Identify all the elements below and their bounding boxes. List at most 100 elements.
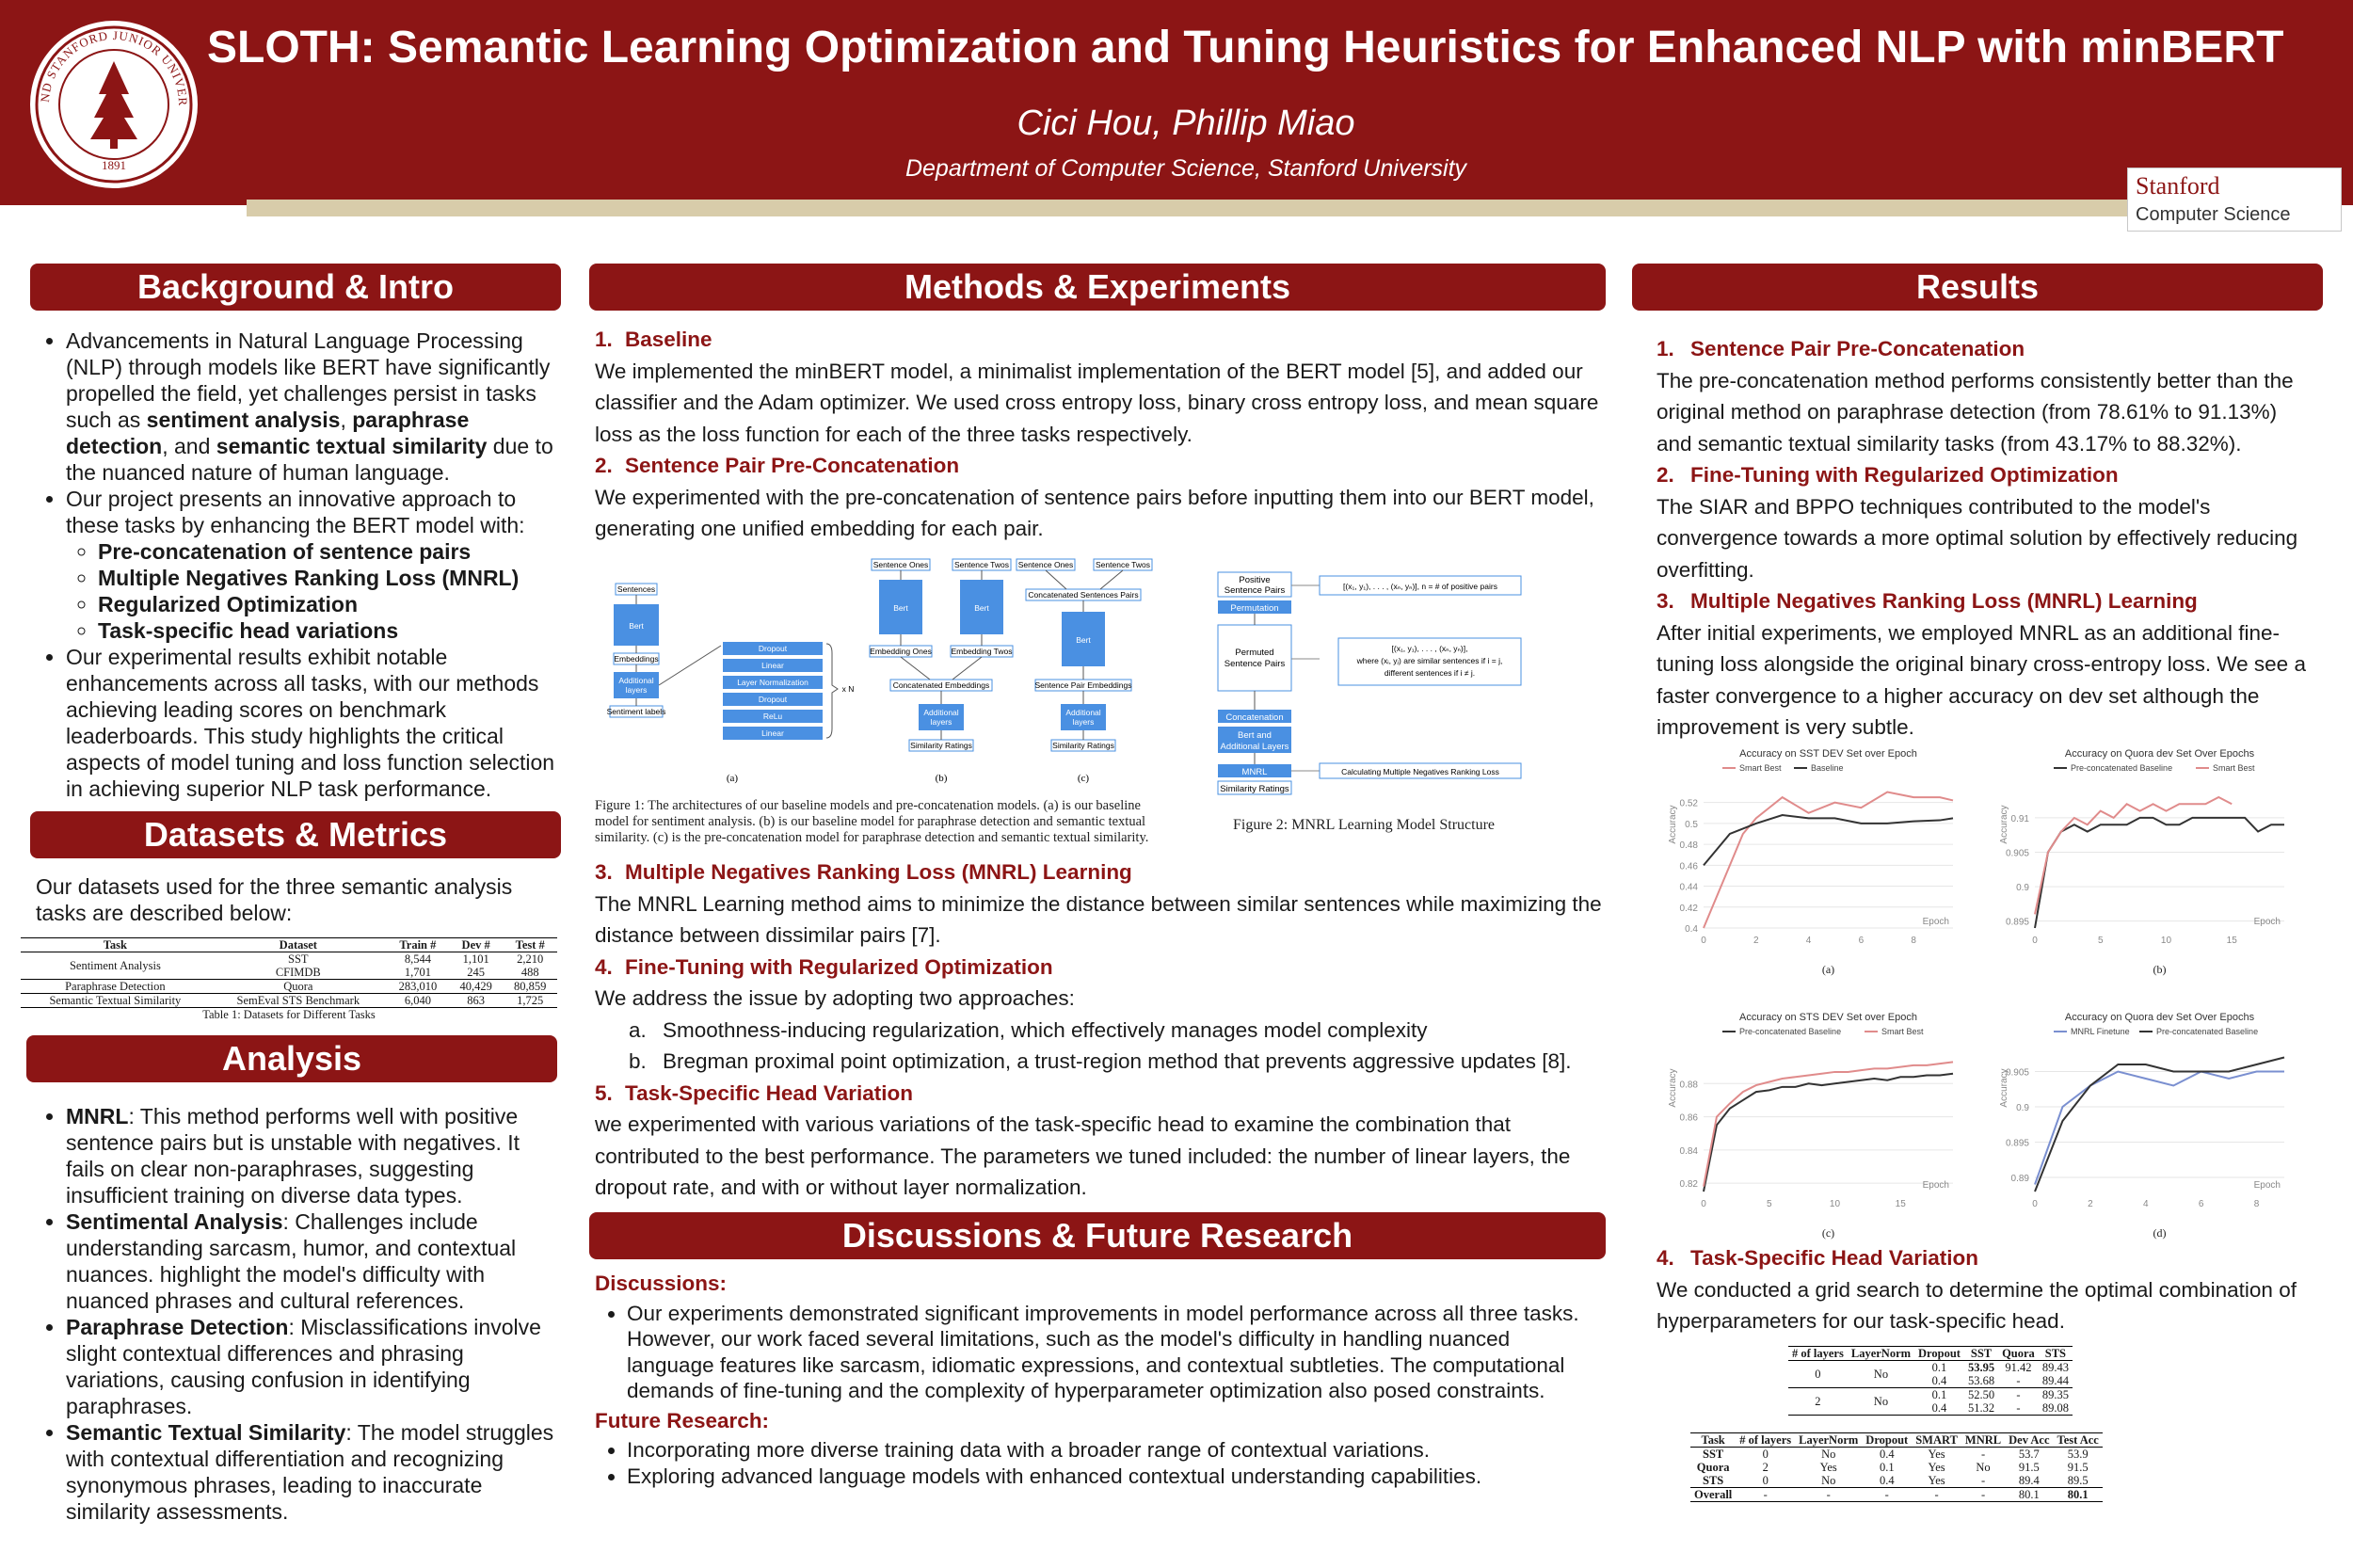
results-head-title: 4.Task-Specific Head Variation [1657,1246,1978,1270]
svg-text:Additional: Additional [1065,708,1100,717]
series-line [2034,795,2233,915]
future-item: Incorporating more diverse training data… [627,1437,1602,1464]
methods-preconcat-text: We experimented with the pre-concatenati… [595,485,1594,541]
svg-text:Concatenation: Concatenation [1225,712,1283,723]
x-tick-label: 6 [2199,1199,2204,1209]
contribution-item: Multiple Negatives Ranking Loss (MNRL) [98,565,557,591]
svg-text:Bert: Bert [1076,635,1091,645]
contribution-item: Regularized Optimization [98,591,557,617]
svg-text:Embedding Ones: Embedding Ones [870,647,932,656]
legend-label: Baseline [1811,763,1844,773]
background-section: Advancements in Natural Language Process… [30,328,557,802]
svg-text:Bert: Bert [893,603,908,613]
svg-text:Bert and: Bert and [1238,730,1272,741]
series-line [1703,1072,1954,1192]
results-finetune-text: The SIAR and BPPO techniques contributed… [1657,494,2298,582]
svg-text:Similarity Ratings: Similarity Ratings [910,741,972,750]
svg-text:Sentence Ones: Sentence Ones [873,560,929,569]
y-tick-label: 0.905 [2006,1068,2029,1079]
datasets-heading: Datasets & Metrics [30,811,561,858]
analysis-item: Semantic Textual Similarity: The model s… [66,1419,557,1525]
y-tick-label: 0.91 [2011,814,2030,824]
results-mnrl-title: 3.Multiple Negatives Ranking Loss (MNRL)… [1657,589,2198,613]
y-axis-label: Accuracy [1668,805,1678,843]
y-tick-label: 0.42 [1680,904,1699,914]
stanford-seal-icon: LELAND STANFORD JUNIOR UNIVERSITY 1891 [28,19,198,188]
svg-text:[(x₁, y₁), . . . , (xₙ, yₙ)],: [(x₁, y₁), . . . , (xₙ, yₙ)], n = # of p… [1343,582,1497,591]
svg-text:(a): (a) [727,773,739,784]
background-item-1: Advancements in Natural Language Process… [66,328,557,486]
y-tick-label: 0.905 [2006,849,2029,859]
svg-text:MNRL: MNRL [1242,767,1268,777]
svg-text:[(x₁, y₁), . . . , (xₙ, yₙ)],: [(x₁, y₁), . . . , (xₙ, yₙ)], [1392,644,1468,653]
svg-text:Sentiment labels: Sentiment labels [607,707,666,716]
poster-header [0,0,2353,205]
x-tick-label: 6 [1859,936,1865,946]
series-line [2034,1070,2284,1185]
series-line [1703,1061,1954,1187]
y-tick-label: 0.5 [1685,820,1698,830]
svg-text:x N: x N [842,684,855,694]
svg-text:Sentences: Sentences [617,584,655,594]
chart-b-quora: Accuracy on Quora dev Set Over EpochsPre… [1999,748,2284,976]
datasets-intro: Our datasets used for the three semantic… [36,874,513,925]
svg-text:(c): (c) [1078,773,1090,784]
methods-finetune-title: 4.Fine-Tuning with Regularized Optimizat… [595,954,1053,979]
x-tick-label: 15 [2227,936,2238,946]
svg-text:Similarity Ratings: Similarity Ratings [1220,784,1289,794]
svg-text:(b): (b) [936,773,948,784]
y-tick-label: 0.44 [1680,883,1699,893]
analysis-item: Paraphrase Detection: Misclassifications… [66,1314,557,1419]
svg-text:Layer Normalization: Layer Normalization [737,678,808,687]
panel-label: (b) [2153,963,2167,976]
x-tick-label: 4 [2143,1199,2149,1209]
figure-2-caption: Figure 2: MNRL Learning Model Structure [1233,817,1496,833]
svg-text:Sentence Pairs: Sentence Pairs [1225,659,1286,669]
svg-text:Bert: Bert [629,621,644,631]
panel-label: (a) [1822,963,1834,976]
future-item: Exploring advanced language models with … [627,1464,1602,1490]
svg-text:Sentence Twos: Sentence Twos [1096,560,1150,569]
x-tick-label: 0 [1701,1199,1706,1209]
panel-label: (d) [2153,1226,2167,1240]
stanford-cs-logo: Stanford Computer Science [2127,168,2342,232]
svg-text:Positive: Positive [1239,575,1270,585]
methods-approach-a: a.Smoothness-inducing regularization, wh… [629,1017,1428,1042]
background-item-2: Our project presents an innovative appro… [66,486,557,644]
legend-label: Smart Best [1739,763,1782,773]
y-tick-label: 0.46 [1680,861,1699,872]
methods-mnrl-title: 3.Multiple Negatives Ranking Loss (MNRL)… [595,860,1132,884]
figure-1-architectures: Sentences Bert Embeddings Additional laye… [607,558,1153,784]
legend-label: Pre-concatenated Baseline [2071,763,2172,773]
x-tick-label: 2 [1753,936,1759,946]
y-tick-label: 0.52 [1680,799,1699,809]
gold-band [247,200,2129,216]
svg-text:Sentence Ones: Sentence Ones [1018,560,1074,569]
svg-text:Similarity Ratings: Similarity Ratings [1052,741,1114,750]
analysis-section: MNRL: This method performs well with pos… [30,1103,557,1525]
x-tick-label: 5 [2098,936,2104,946]
svg-text:Embeddings: Embeddings [614,654,658,664]
svg-text:Dropout: Dropout [759,695,788,704]
x-tick-label: 0 [1701,936,1706,946]
svg-text:layers: layers [626,685,648,695]
analysis-item: Sentimental Analysis: Challenges include… [66,1208,557,1314]
contribution-item: Pre-concatenation of sentence pairs [98,538,557,565]
poster-title: SLOTH: Semantic Learning Optimization an… [207,23,2284,72]
svg-text:where (xᵢ, yⱼ) are similar sen: where (xᵢ, yⱼ) are similar sentences if … [1356,656,1503,665]
svg-text:Linear: Linear [761,661,784,670]
methods-part2: 3.Multiple Negatives Ranking Loss (MNRL)… [595,856,1602,1204]
svg-text:Embedding Twos: Embedding Twos [951,647,1012,656]
x-tick-label: 15 [1896,1199,1907,1209]
svg-text:Bert: Bert [974,603,989,613]
discussion-section: Discussions: Our experiments demonstrate… [595,1271,1602,1489]
legend-label: Smart Best [1881,1027,1924,1036]
